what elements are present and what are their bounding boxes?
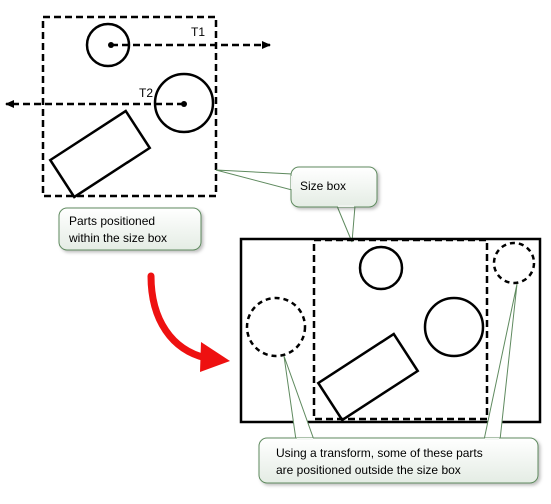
transform-pointer-left <box>283 355 315 441</box>
red-transition-arrow <box>147 272 230 372</box>
result-size-box <box>312 238 489 421</box>
size-box-pointer-down <box>336 205 356 243</box>
result-outer-box <box>239 237 542 424</box>
t2-label: T2 <box>139 86 153 100</box>
callout-transform-line1: Using a transform, some of these parts <box>276 446 483 460</box>
callout-parts-positioned <box>58 207 202 251</box>
source-panel: T1 T2 <box>5 15 271 199</box>
result-large-circle <box>423 296 485 358</box>
callout-transform-note <box>258 283 539 484</box>
callout-parts-line2: within the size box <box>68 231 167 245</box>
result-outside-circle-left <box>245 296 307 358</box>
callout-transform-line2: are positioned outside the size box <box>276 463 461 477</box>
callout-size-box <box>215 166 378 243</box>
result-small-circle <box>358 245 404 291</box>
result-rectangle <box>316 332 420 422</box>
callout-size-box-text: Size box <box>300 179 346 193</box>
t1-label: T1 <box>191 25 205 39</box>
transform-pointer-right <box>483 283 518 441</box>
source-rectangle <box>48 109 152 199</box>
callout-parts-line1: Parts positioned <box>69 214 155 228</box>
result-panel <box>239 237 542 424</box>
size-box-pointer-left <box>215 169 293 191</box>
result-outside-circle-right <box>492 241 536 285</box>
